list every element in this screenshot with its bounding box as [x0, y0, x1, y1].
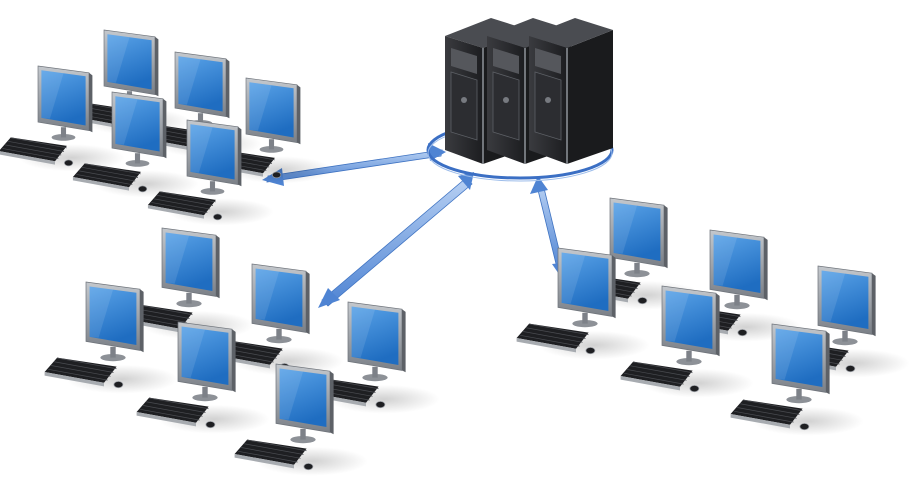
server-towers [445, 18, 613, 164]
keyboard-icon [620, 361, 693, 391]
server-tower-icon [529, 18, 613, 164]
keyboard-icon [730, 399, 803, 429]
screen [351, 306, 399, 365]
screen [115, 96, 160, 152]
client-group-right [516, 197, 910, 436]
screen [107, 34, 152, 90]
computer-icon [72, 91, 199, 198]
computer-icon [44, 281, 178, 394]
screen [613, 202, 661, 261]
mouse-icon [689, 385, 700, 393]
client-group-top-left [0, 29, 333, 226]
mouse-icon [205, 421, 216, 429]
keyboard-icon [0, 137, 67, 165]
computer-icon [516, 247, 650, 360]
screen [181, 326, 229, 385]
mouse-icon [272, 171, 282, 179]
computer-icon [206, 77, 333, 184]
screen [255, 268, 303, 327]
screen [279, 368, 327, 427]
screen [89, 286, 137, 345]
keyboard-icon [516, 323, 589, 353]
keyboard-icon [147, 191, 216, 219]
mouse-icon [138, 185, 148, 193]
computer-icon [0, 65, 125, 172]
computer-icon [620, 285, 754, 398]
computer-icon [306, 301, 440, 414]
computer-icon [730, 323, 864, 436]
mouse-icon [737, 329, 748, 337]
screen [665, 290, 713, 349]
screen [561, 252, 609, 311]
screen [775, 328, 823, 387]
mouse-icon [303, 463, 314, 471]
mouse-icon [799, 423, 810, 431]
mouse-icon [637, 297, 648, 305]
keyboard-icon [44, 357, 117, 387]
screen [178, 56, 223, 112]
screen [713, 234, 761, 293]
screen [821, 270, 869, 329]
computer-icon [147, 119, 274, 226]
mouse-icon [585, 347, 596, 355]
screen [190, 124, 235, 180]
server-cluster [426, 18, 614, 182]
keyboard-icon [234, 439, 307, 469]
mouse-icon [64, 159, 74, 167]
mouse-icon [845, 365, 856, 373]
screen [249, 82, 294, 138]
keyboard-icon [72, 163, 141, 191]
connection-arrow-bottom-left [318, 172, 474, 308]
mouse-icon [113, 381, 124, 389]
keyboard-icon [136, 397, 209, 427]
computer-icon [234, 363, 368, 476]
client-group-bottom-left [44, 227, 440, 476]
mouse-icon [375, 401, 386, 409]
screen [165, 232, 213, 291]
mouse-icon [213, 213, 223, 221]
computer-icon [136, 321, 270, 434]
screen [41, 70, 86, 126]
computer-icon [210, 263, 344, 376]
